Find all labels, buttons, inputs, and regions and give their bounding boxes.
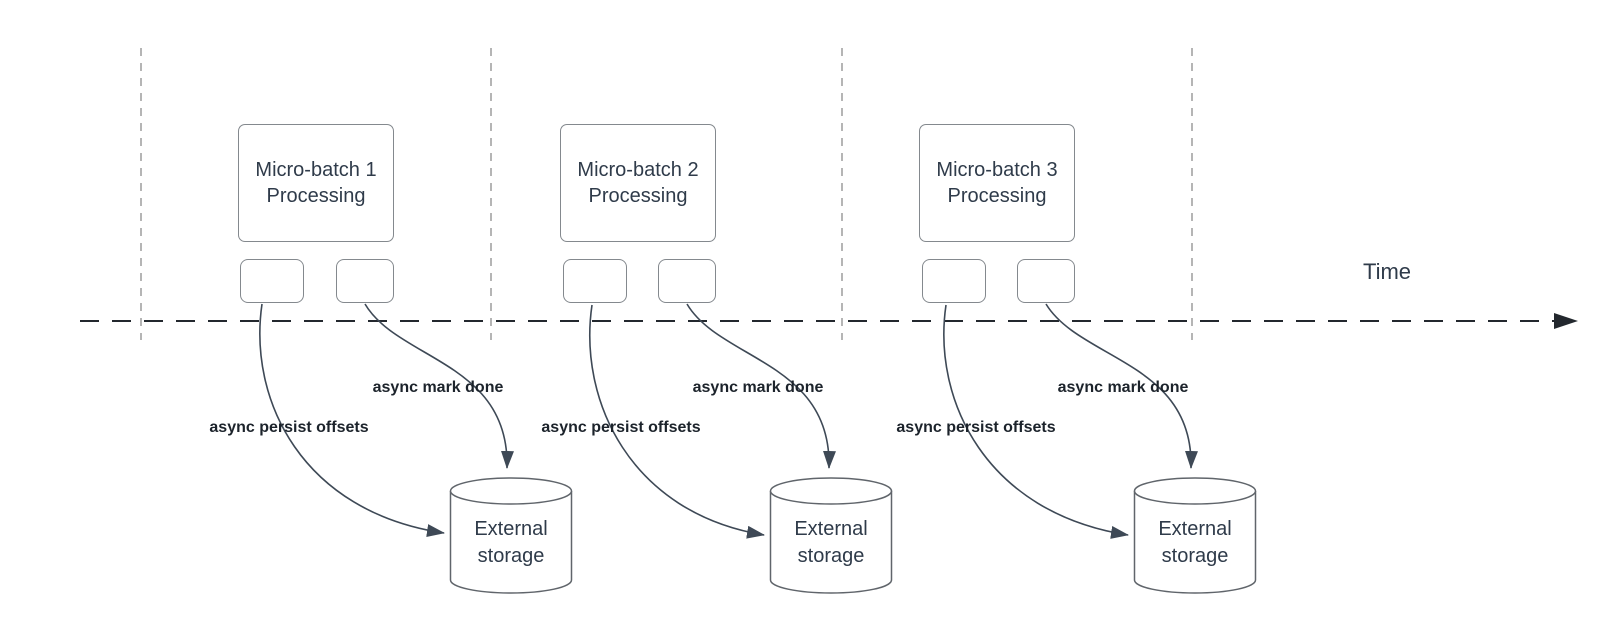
cylinder-top <box>1133 477 1257 505</box>
micro-batch-2-box: Micro-batch 2 Processing <box>560 124 716 242</box>
box-title-line2: Processing <box>588 185 688 207</box>
external-storage-cylinder-2 <box>769 477 893 594</box>
persist-offsets-label-2: async persist offsets <box>541 419 701 436</box>
persist-task-box-1 <box>240 259 304 303</box>
mark-done-label-3: async mark done <box>1057 379 1189 396</box>
mark-done-arrow-1 <box>364 303 514 469</box>
cylinder-top <box>449 477 573 505</box>
mark-task-box-2 <box>658 259 716 303</box>
box-title-line1: Micro-batch 2 <box>577 159 699 181</box>
storage-label-line1: External <box>474 518 548 540</box>
micro-batch-1-box: Micro-batch 1 Processing <box>238 124 394 242</box>
storage-label-line1: External <box>1158 518 1232 540</box>
mark-task-box-1 <box>336 259 394 303</box>
storage-label-line2: storage <box>797 545 865 567</box>
mark-done-arrow-3 <box>1045 303 1198 469</box>
time-axis-label: Time <box>1362 259 1412 284</box>
box-title: Micro-batch 2 Processing <box>577 157 698 209</box>
persist-offsets-arrow-1 <box>259 303 445 537</box>
box-title-line1: Micro-batch 3 <box>936 159 1058 181</box>
persist-offsets-label-3: async persist offsets <box>896 419 1056 436</box>
external-storage-label-3: External storage <box>1120 516 1270 570</box>
storage-label-line2: storage <box>1161 545 1229 567</box>
mark-task-box-3 <box>1017 259 1075 303</box>
persist-offsets-label-1: async persist offsets <box>209 419 369 436</box>
external-storage-label-2: External storage <box>756 516 906 570</box>
mark-done-arrow-2 <box>686 303 836 469</box>
box-title: Micro-batch 1 Processing <box>255 157 376 209</box>
persist-offsets-arrow-2 <box>588 304 765 539</box>
mark-done-label-1: async mark done <box>372 379 504 396</box>
box-title-line2: Processing <box>947 185 1047 207</box>
persist-offsets-arrow-3 <box>943 304 1129 539</box>
external-storage-cylinder-1 <box>449 477 573 594</box>
storage-label-line1: External <box>794 518 868 540</box>
cylinder-top <box>769 477 893 505</box>
storage-label-line2: storage <box>477 545 545 567</box>
micro-batch-3-box: Micro-batch 3 Processing <box>919 124 1075 242</box>
box-title: Micro-batch 3 Processing <box>936 157 1057 209</box>
external-storage-cylinder-3 <box>1133 477 1257 594</box>
box-title-line2: Processing <box>266 185 366 207</box>
persist-task-box-3 <box>922 259 986 303</box>
box-title-line1: Micro-batch 1 <box>255 159 377 181</box>
cylinder-body <box>769 491 893 594</box>
cylinder-body <box>449 491 573 594</box>
external-storage-label-1: External storage <box>436 516 586 570</box>
persist-task-box-2 <box>563 259 627 303</box>
cylinder-body <box>1133 491 1257 594</box>
mark-done-label-2: async mark done <box>692 379 824 396</box>
